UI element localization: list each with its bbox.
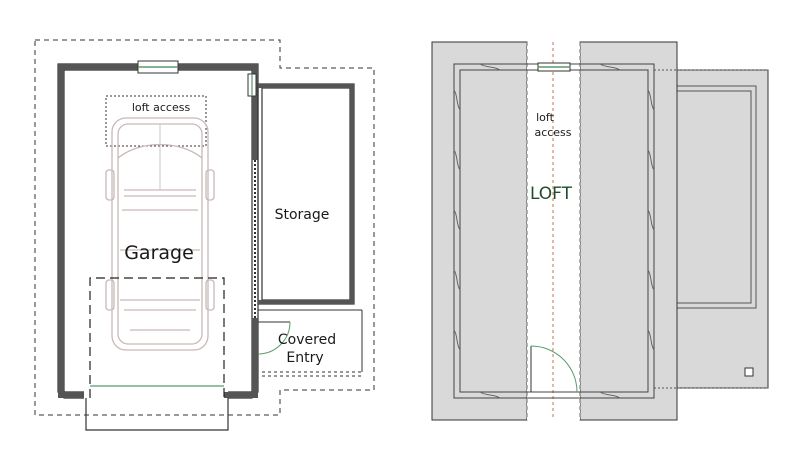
loft-access-label: loft access	[132, 101, 191, 114]
loft-access-label-line2: access	[534, 126, 571, 139]
covered-entry	[257, 309, 363, 377]
storage-room	[257, 83, 355, 305]
covered-entry-label-line2: Entry	[286, 350, 323, 366]
roof-panel-right	[579, 41, 678, 421]
car-outline	[105, 117, 215, 351]
loft-hatch-swing	[530, 345, 578, 393]
covered-entry-label-line1: Covered	[278, 332, 336, 348]
garage-label: Garage	[124, 242, 194, 264]
garage-door-zone	[89, 277, 225, 398]
ground-floor-plan: loft access Garage Storage Covered Entry	[34, 39, 375, 431]
loft-floor-plan: loft access LOFT	[431, 41, 769, 421]
roof-panel-left	[431, 41, 528, 421]
garage-walls	[57, 63, 259, 399]
garage-apron	[85, 398, 229, 431]
storage-label: Storage	[275, 207, 330, 223]
loft-window	[537, 62, 571, 72]
entry-door-swing	[257, 321, 291, 355]
loft-access-hatch	[105, 95, 207, 147]
loft-access-label-line1: loft	[536, 111, 554, 124]
garage-window-side	[247, 73, 257, 97]
garage-window-top	[137, 60, 179, 74]
roof-overhang-outline	[34, 39, 375, 416]
loft-label: LOFT	[530, 184, 573, 204]
